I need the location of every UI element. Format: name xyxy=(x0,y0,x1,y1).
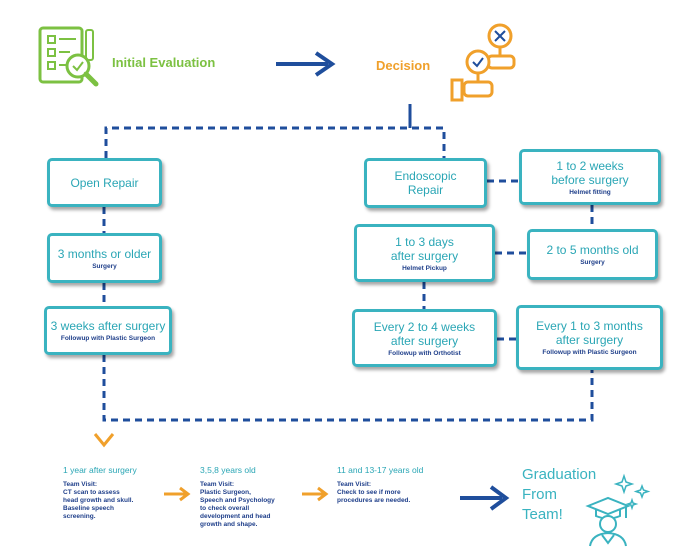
timeline-line: Team Visit: xyxy=(63,481,98,488)
step-title-line1: Every 1 to 3 months xyxy=(536,319,643,333)
timeline-line: screening. xyxy=(63,513,96,520)
arrow-to-graduation xyxy=(460,485,510,511)
timeline-arrow-1 xyxy=(164,486,191,502)
step-title-line2: before surgery xyxy=(551,172,629,187)
timeline-body: Team Visit: Check to see if more procedu… xyxy=(337,481,457,505)
timeline-title: 11 and 13-17 years old xyxy=(337,465,424,475)
decision-label: Decision xyxy=(376,58,431,73)
timeline-line: Plastic Surgeon, xyxy=(200,489,251,496)
step-title: 2 to 5 months old xyxy=(546,243,639,257)
decision-hands-icon xyxy=(450,23,516,102)
checklist-magnifier-icon xyxy=(38,26,99,87)
step-subtitle: Helmet fitting xyxy=(569,188,611,196)
graduation-line: Graduation xyxy=(522,466,597,483)
timeline-line: CT scan to assess xyxy=(63,489,120,496)
endoscopic-title-line1: Endoscopic xyxy=(394,169,457,183)
step-title-line1: 1 to 2 weeks xyxy=(556,158,624,173)
timeline-item-11-13-17-years: 11 and 13-17 years old Team Visit: Check… xyxy=(337,465,457,505)
timeline-title: 1 year after surgery xyxy=(63,465,137,475)
step-title: 3 months or older xyxy=(57,246,152,261)
helmet-pickup-box: 1 to 3 days after surgery Helmet Pickup xyxy=(354,224,495,282)
timeline-title: 3,5,8 years old xyxy=(200,465,256,475)
endoscopic-repair-box: Endoscopic Repair xyxy=(364,158,487,208)
timeline-line: to check overall xyxy=(200,505,250,512)
open-repair-step-followup: 3 weeks after surgery Followup with Plas… xyxy=(44,306,172,355)
graduation-text: Graduation From Team! xyxy=(522,465,596,525)
step-title-line2: after surgery xyxy=(390,248,459,263)
timeline-line: Speech and Psychology xyxy=(200,497,275,504)
timeline-body: Team Visit: Plastic Surgeon, Speech and … xyxy=(200,481,310,529)
graduate-icon xyxy=(585,473,651,547)
step-subtitle: Surgery xyxy=(580,259,605,266)
timeline-line: development and head xyxy=(200,513,271,520)
timeline-line: growth and shape. xyxy=(200,521,258,528)
graduation-line: Team! xyxy=(522,506,563,523)
open-repair-title: Open Repair xyxy=(70,175,139,190)
timeline-line: Baseline speech xyxy=(63,505,114,512)
step-title-line1: 1 to 3 days xyxy=(395,234,454,249)
timeline-line: Team Visit: xyxy=(337,481,372,488)
timeline-line: head growth and skull. xyxy=(63,497,134,504)
branch-top xyxy=(104,126,446,158)
timeline-line: procedures are needed. xyxy=(337,497,411,504)
step-title-line2: after surgery xyxy=(390,333,459,348)
timeline-arrow-2 xyxy=(302,486,329,502)
initial-evaluation-label: Initial Evaluation xyxy=(112,55,216,70)
open-repair-step-surgery: 3 months or older Surgery xyxy=(47,233,162,283)
timeline-item-3-5-8-years: 3,5,8 years old Team Visit: Plastic Surg… xyxy=(200,465,310,529)
merge-bottom xyxy=(102,355,594,422)
step-subtitle: Followup with Orthotist xyxy=(388,349,461,357)
surgery-age-box: 2 to 5 months old Surgery xyxy=(527,229,658,280)
step-title-line2: after surgery xyxy=(555,333,624,347)
helmet-fitting-box: 1 to 2 weeks before surgery Helmet fitti… xyxy=(519,149,661,205)
step-subtitle: Helmet Pickup xyxy=(402,264,447,272)
timeline-item-1-year: 1 year after surgery Team Visit: CT scan… xyxy=(63,465,173,521)
arrow-evaluation-to-decision xyxy=(276,51,336,77)
step-subtitle: Followup with Plastic Surgeon xyxy=(542,349,637,356)
timeline-line: Check to see if more xyxy=(337,489,401,496)
orthotist-followup-box: Every 2 to 4 weeks after surgery Followu… xyxy=(352,309,497,367)
plastic-followup-box: Every 1 to 3 months after surgery Follow… xyxy=(516,305,663,370)
step-title-line1: Every 2 to 4 weeks xyxy=(373,319,476,334)
open-repair-box: Open Repair xyxy=(47,158,162,207)
timeline-body: Team Visit: CT scan to assess head growt… xyxy=(63,481,173,521)
step-subtitle: Followup with Plastic Surgeon xyxy=(60,335,156,342)
step-title: 3 weeks after surgery xyxy=(50,319,166,333)
step-subtitle: Surgery xyxy=(92,262,117,270)
timeline-line: Team Visit: xyxy=(200,481,235,488)
endoscopic-title-line2: Repair xyxy=(407,183,444,197)
down-chevron xyxy=(93,433,115,448)
graduation-line: From xyxy=(522,486,557,503)
